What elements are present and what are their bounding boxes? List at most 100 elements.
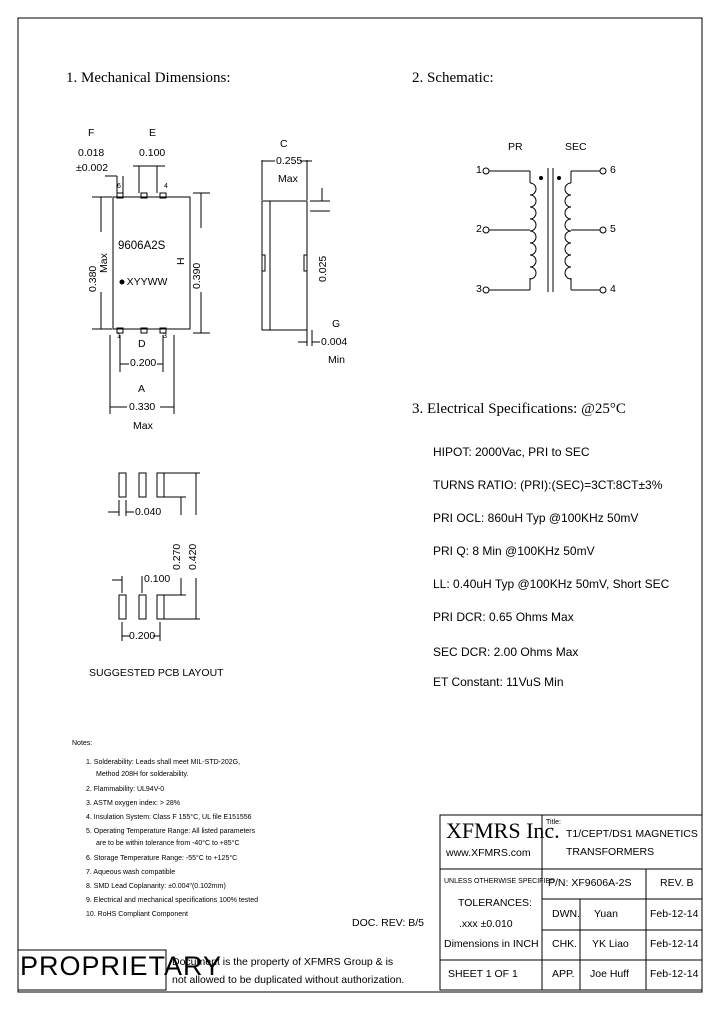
- note-line: 10. RoHS Compliant Component: [86, 911, 188, 918]
- dimensions-unit: Dimensions in INCH: [444, 938, 539, 950]
- schem-pin3: 3: [476, 283, 482, 295]
- note-line: 8. SMD Lead Coplanarity: ±0.004"(0.102mm…: [86, 883, 226, 890]
- dim-E-label: E: [149, 127, 157, 139]
- note-line: 1. Solderability: Leads shall meet MIL-S…: [86, 759, 241, 766]
- pin-4-label: 4: [164, 183, 168, 190]
- dim-B-max: Max: [98, 253, 110, 273]
- spec-line: SEC DCR: 2.00 Ohms Max: [433, 645, 579, 659]
- dim-G-label: G: [332, 318, 341, 330]
- dim-F-value: 0.018: [78, 147, 105, 159]
- spec-line: PRI Q: 8 Min @100KHz 50mV: [433, 544, 595, 558]
- unless-specified: UNLESS OTHERWISE SPECIFIED: [444, 878, 556, 885]
- note-line: 4. Insulation System: Class F 155°C, UL …: [86, 814, 252, 821]
- pcb-pad: [156, 472, 165, 498]
- dim-C-label: C: [280, 138, 288, 150]
- pcb-gap: 0.040: [135, 506, 162, 518]
- title-label: Title:: [546, 819, 561, 826]
- company-url: www.XFMRS.com: [446, 847, 531, 859]
- pcb-outer: 0.420: [187, 543, 199, 570]
- doc-rev: DOC. REV: B/5: [352, 917, 424, 929]
- polarity-dot: [539, 176, 543, 180]
- proprietary-line2: not allowed to be duplicated without aut…: [172, 974, 405, 986]
- note-line: 6. Storage Temperature Range: -55°C to +…: [86, 855, 238, 862]
- dim-E-value: 0.100: [139, 147, 166, 159]
- dim-C-value: 0.255: [276, 155, 303, 167]
- schem-pr: PR: [508, 141, 523, 153]
- dim-F-tol: ±0.002: [76, 162, 109, 174]
- part-marking: 9606A2S: [118, 240, 166, 252]
- secondary-winding: [564, 182, 572, 280]
- pin-6-pad: [116, 192, 124, 199]
- component-top-view: [112, 196, 191, 330]
- pcb-pitch: 0.100: [144, 573, 171, 585]
- chk-label: CHK.: [552, 938, 578, 950]
- dwn-date: Feb-12-14: [650, 908, 699, 920]
- revision: REV. B: [660, 877, 694, 889]
- pcb-pad: [138, 472, 147, 498]
- note-line: Method 208H for solderability.: [96, 771, 189, 778]
- chk-date: Feb-12-14: [650, 938, 699, 950]
- schem-pin4: 4: [610, 283, 616, 295]
- schematic-heading: 2. Schematic:: [412, 70, 494, 86]
- dim-G-min: Min: [328, 354, 345, 366]
- company-name: XFMRS Inc.: [446, 818, 560, 843]
- note-line: are to be within tolerance from -40°C to…: [96, 840, 240, 847]
- dim-side-value: 0.025: [317, 255, 329, 282]
- spec-line: TURNS RATIO: (PRI):(SEC)=3CT:8CT±3%: [433, 478, 663, 492]
- component-side-view: [261, 200, 308, 331]
- dwn-label: DWN.: [552, 908, 580, 920]
- dim-D-value: 0.200: [130, 357, 157, 369]
- part-number: P/N: XF9606A-2S: [548, 877, 632, 889]
- dim-C-max: Max: [278, 173, 298, 185]
- pin-5-pad: [140, 192, 148, 199]
- dim-F-label: F: [88, 127, 95, 139]
- dim-A-max: Max: [133, 420, 153, 432]
- primary-winding: [529, 182, 537, 280]
- schem-pin5: 5: [610, 223, 616, 235]
- dim-G-value: 0.004: [321, 336, 348, 348]
- spec-line: PRI DCR: 0.65 Ohms Max: [433, 610, 574, 624]
- notes-title: Notes:: [72, 740, 93, 747]
- dim-A-value: 0.330: [129, 401, 156, 413]
- spec-line: ET Constant: 11VuS Min: [433, 675, 564, 689]
- pin-4-pad: [159, 192, 167, 199]
- title-line1: T1/CEPT/DS1 MAGNETICS: [566, 828, 698, 840]
- title-line2: TRANSFORMERS: [566, 846, 655, 858]
- pin-1-label: 1: [117, 333, 121, 340]
- tolerances-label: TOLERANCES:: [458, 897, 532, 909]
- sheet-number: SHEET 1 OF 1: [448, 968, 518, 980]
- pcb-span: 0.200: [129, 630, 156, 642]
- note-line: 7. Aqueous wash compatible: [86, 869, 176, 876]
- spec-line: PRI OCL: 860uH Typ @100KHz 50mV: [433, 511, 639, 525]
- note-line: 9. Electrical and mechanical specificati…: [86, 897, 258, 904]
- pcb-pad: [138, 594, 147, 620]
- date-code: • XYYWW: [120, 276, 168, 288]
- schem-sec: SEC: [565, 141, 587, 153]
- app-label: APP.: [552, 968, 575, 980]
- note-line: 3. ASTM oxygen index: > 28%: [86, 800, 180, 807]
- tolerances-value: .xxx ±0.010: [459, 918, 513, 930]
- schem-pin6: 6: [610, 164, 616, 176]
- pcb-inner: 0.270: [171, 543, 183, 570]
- dwn-name: Yuan: [594, 908, 618, 920]
- sheet-border: [17, 17, 703, 993]
- note-line: 5. Operating Temperature Range: All list…: [86, 828, 256, 835]
- spec-line: LL: 0.40uH Typ @100KHz 50mV, Short SEC: [433, 577, 670, 591]
- pcb-label: SUGGESTED PCB LAYOUT: [89, 667, 224, 679]
- mech-heading: 1. Mechanical Dimensions:: [66, 70, 231, 86]
- schem-pin1: 1: [476, 164, 482, 176]
- app-name: Joe Huff: [590, 968, 629, 980]
- dim-A-label: A: [138, 383, 146, 395]
- polarity-dot: [557, 176, 561, 180]
- pcb-pad: [156, 594, 165, 620]
- chk-name: YK Liao: [592, 938, 629, 950]
- dim-H-label: H: [175, 257, 187, 265]
- proprietary-word: PROPRIETARY: [20, 951, 223, 981]
- proprietary-line1: Document is the property of XFMRS Group …: [172, 956, 394, 968]
- pin-3-label: 3: [163, 333, 167, 340]
- pcb-pad: [118, 594, 127, 620]
- app-date: Feb-12-14: [650, 968, 699, 980]
- pin-6-label: 6: [117, 183, 121, 190]
- dim-H-value: 0.390: [191, 262, 203, 289]
